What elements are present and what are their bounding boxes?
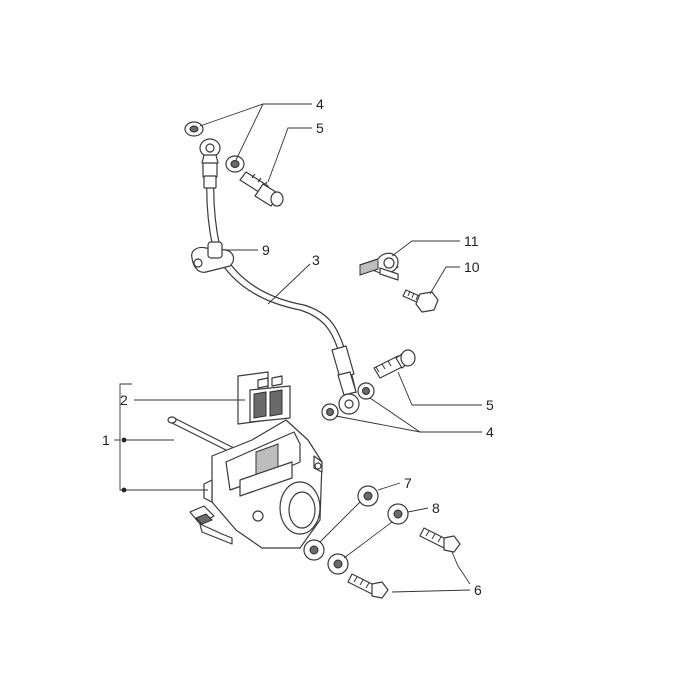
middle-banjo-fitting — [338, 393, 360, 415]
brake-pads — [237, 371, 291, 425]
top-banjo-bolt — [239, 171, 284, 207]
callout-7: 7 — [404, 475, 412, 491]
cable-clamp — [359, 252, 399, 281]
callout-10: 10 — [464, 259, 480, 275]
clamp-screw — [402, 289, 439, 313]
washer-7-upper — [357, 485, 379, 507]
leader-lines — [114, 103, 482, 593]
top-washer-left — [184, 121, 204, 137]
callout-2: 2 — [120, 392, 128, 408]
callout-4-middle: 4 — [486, 424, 494, 440]
washer-8-upper — [387, 503, 409, 525]
bolt-6-upper — [419, 527, 461, 553]
callout-5-middle: 5 — [486, 397, 494, 413]
middle-washer-left — [321, 403, 339, 421]
callout-6: 6 — [474, 582, 482, 598]
middle-banjo-bolt — [373, 349, 416, 379]
brake-hose — [202, 159, 357, 396]
top-washer-right — [225, 155, 245, 173]
top-banjo-fitting — [199, 138, 221, 164]
hose-guide-clip — [191, 241, 235, 273]
callout-1: 1 — [102, 432, 110, 448]
callout-3: 3 — [312, 252, 320, 268]
callout-8: 8 — [432, 500, 440, 516]
middle-washer-right — [357, 382, 375, 400]
bleeder-valve — [189, 505, 233, 545]
bracket-dots — [121, 437, 127, 493]
callout-9: 9 — [262, 242, 270, 258]
callout-11: 11 — [464, 233, 479, 249]
caliper-body — [203, 419, 323, 549]
caliper-pin — [167, 416, 235, 453]
washer-7-lower — [303, 539, 325, 561]
callout-5-top: 5 — [316, 120, 324, 136]
callout-4-top: 4 — [316, 96, 324, 112]
washer-8-lower — [327, 553, 349, 575]
bolt-6-lower — [347, 573, 389, 599]
